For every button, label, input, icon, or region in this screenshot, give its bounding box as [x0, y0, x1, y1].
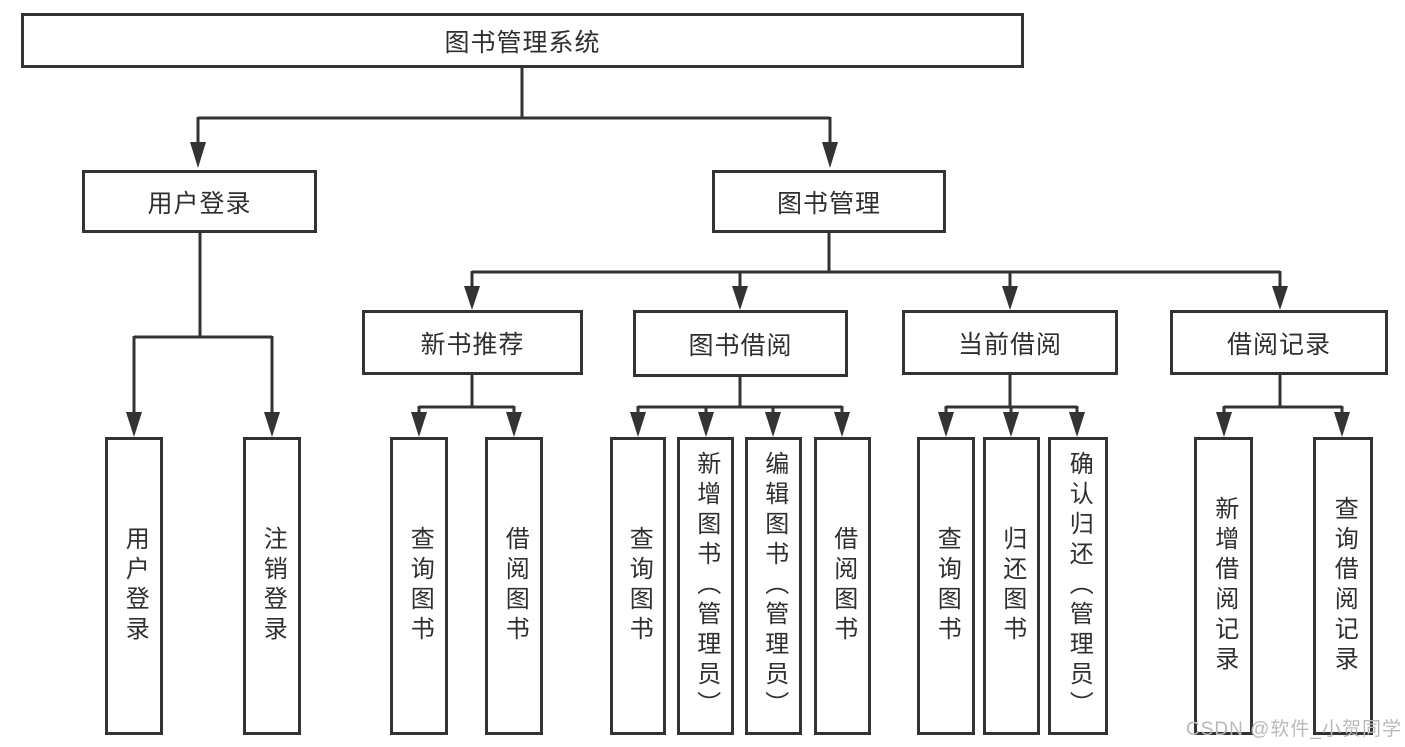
leaf-confirm-return-admin-label: 确认归还（管理员）	[1065, 451, 1093, 721]
leaf-return-books: 归还图书	[983, 437, 1040, 735]
connector-borrow-records-children	[1216, 373, 1350, 437]
leaf-query-borrow-record: 查询借阅记录	[1313, 437, 1373, 735]
node-book-borrowing-label: 图书借阅	[688, 331, 793, 360]
leaf-borrow-books-recommend-label: 借阅图书	[501, 526, 529, 646]
leaf-add-book-admin: 新增图书（管理员）	[677, 437, 734, 735]
leaf-query-books-borrowing: 查询图书	[610, 437, 666, 735]
node-book-management: 图书管理	[712, 170, 946, 233]
node-new-book-recommendation-label: 新书推荐	[420, 330, 525, 359]
node-borrowing-records: 借阅记录	[1170, 310, 1388, 375]
connector-root-to-branches	[190, 66, 838, 168]
leaf-add-book-admin-label: 新增图书（管理员）	[692, 451, 720, 721]
node-book-borrowing: 图书借阅	[633, 310, 848, 377]
leaf-edit-book-admin-label: 编辑图书（管理员）	[760, 451, 788, 721]
leaf-query-books-current: 查询图书	[917, 437, 975, 735]
connector-user-login-children	[126, 231, 280, 437]
connector-current-borrow-children	[938, 373, 1085, 437]
connector-book-management-children	[464, 231, 1288, 310]
connector-book-borrow-children	[630, 373, 850, 437]
leaf-confirm-return-admin: 确认归还（管理员）	[1048, 437, 1108, 735]
connector-new-book-children	[411, 373, 522, 437]
leaf-add-borrow-record: 新增借阅记录	[1194, 437, 1253, 735]
leaf-query-books-recommend: 查询图书	[390, 437, 448, 735]
node-current-borrowing-label: 当前借阅	[957, 330, 1062, 359]
leaf-query-books-borrowing-label: 查询图书	[625, 526, 653, 646]
leaf-borrow-books-borrowing-label: 借阅图书	[829, 526, 857, 646]
node-user-login-branch-label: 用户登录	[147, 189, 252, 218]
leaf-edit-book-admin: 编辑图书（管理员）	[745, 437, 802, 735]
node-new-book-recommendation: 新书推荐	[362, 310, 583, 375]
watermark: CSDN @软件_小贺同学	[1186, 719, 1402, 740]
node-library-system-label: 图书管理系统	[444, 28, 601, 57]
leaf-user-login-label: 用户登录	[121, 526, 149, 646]
leaf-logout-label: 注销登录	[259, 526, 287, 646]
node-borrowing-records-label: 借阅记录	[1226, 330, 1331, 359]
node-current-borrowing: 当前借阅	[902, 310, 1118, 375]
node-book-management-label: 图书管理	[776, 189, 881, 218]
leaf-query-books-recommend-label: 查询图书	[406, 526, 434, 646]
leaf-borrow-books-recommend: 借阅图书	[485, 437, 543, 735]
leaf-query-books-current-label: 查询图书	[933, 526, 961, 646]
leaf-return-books-label: 归还图书	[998, 526, 1026, 646]
node-user-login-branch: 用户登录	[82, 170, 317, 233]
leaf-add-borrow-record-label: 新增借阅记录	[1210, 496, 1238, 676]
leaf-logout: 注销登录	[243, 437, 301, 735]
leaf-query-borrow-record-label: 查询借阅记录	[1330, 496, 1358, 676]
leaf-borrow-books-borrowing: 借阅图书	[814, 437, 871, 735]
node-library-system: 图书管理系统	[21, 13, 1024, 68]
leaf-user-login: 用户登录	[105, 437, 163, 735]
